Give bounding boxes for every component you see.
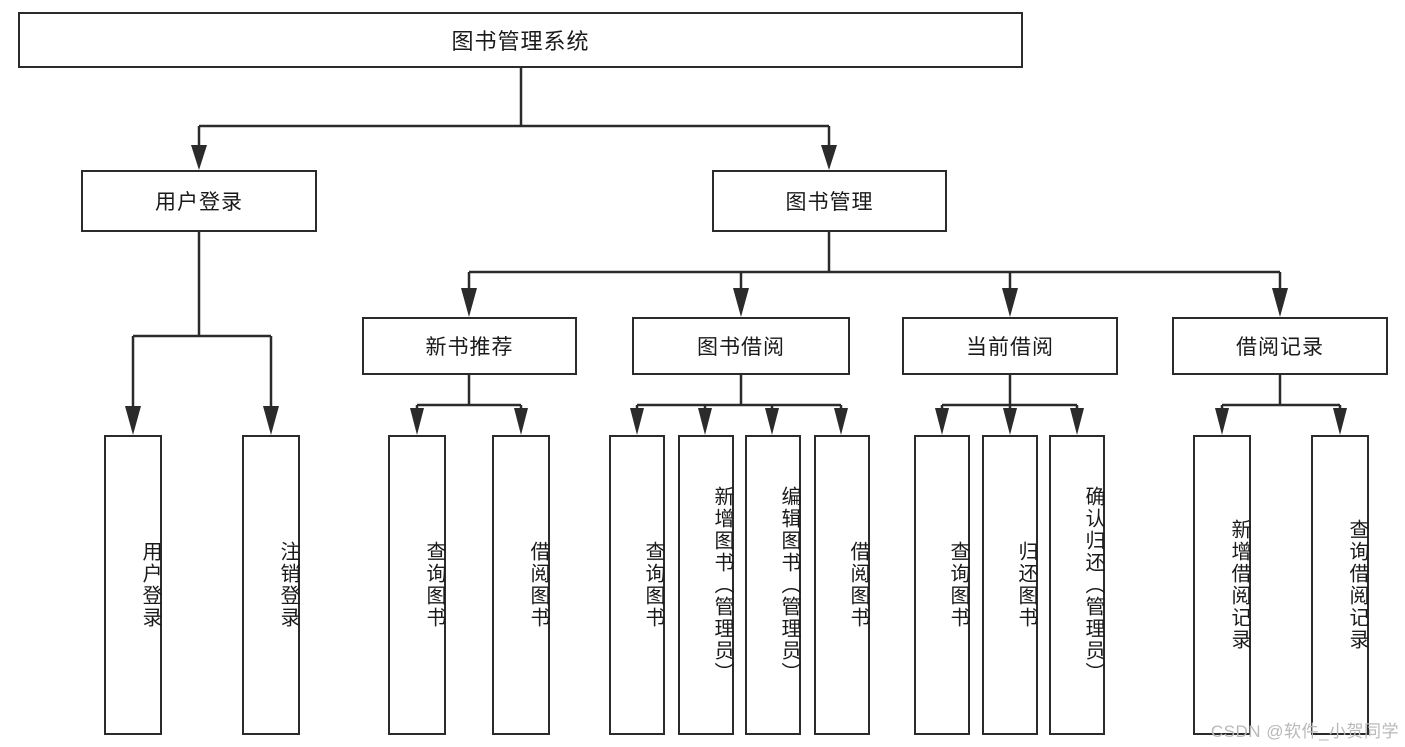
node-label: 当前借阅 (966, 336, 1054, 359)
node-label: 用户登录 (139, 541, 161, 629)
arrowhead-borrow (733, 288, 749, 317)
node-label: 查询借阅记录 (1346, 519, 1368, 651)
node-user-login[interactable]: 用户登录 (81, 170, 317, 232)
leaf-user-login-logout[interactable]: 注销登录 (242, 435, 300, 735)
arrowhead-record (1272, 288, 1288, 317)
arrowhead-leaf-current-2 (1003, 408, 1017, 435)
node-label: 图书管理 (785, 191, 874, 214)
node-new-book-recommend[interactable]: 新书推荐 (362, 317, 577, 375)
leaf-current-query-book[interactable]: 查询图书 (914, 435, 970, 735)
node-borrow-record[interactable]: 借阅记录 (1172, 317, 1388, 375)
node-label: 查询图书 (642, 541, 664, 629)
node-current-borrow[interactable]: 当前借阅 (902, 317, 1118, 375)
arrowhead-leaf-borrow-1 (630, 408, 644, 435)
arrowhead-bookmgmt (821, 145, 837, 170)
leaf-record-query-record[interactable]: 查询借阅记录 (1311, 435, 1369, 735)
arrowhead-leaf-borrow-3 (765, 408, 779, 435)
leaf-borrow-borrow-book[interactable]: 借阅图书 (814, 435, 870, 735)
arrowhead-leaf-borrow-4 (834, 408, 848, 435)
leaf-borrow-query-book[interactable]: 查询图书 (609, 435, 665, 735)
arrowhead-newbook (461, 288, 477, 317)
node-label: 借阅图书 (847, 541, 869, 629)
leaf-borrow-add-book-admin[interactable]: 新增图书（管理员） (678, 435, 734, 735)
node-label: 图书管理系统 (451, 29, 590, 54)
leaf-current-confirm-return-admin[interactable]: 确认归还（管理员） (1049, 435, 1105, 735)
arrowhead-leaf-current-3 (1070, 408, 1084, 435)
leaf-user-login-login[interactable]: 用户登录 (104, 435, 162, 735)
arrowhead-leaf-newbook-1 (410, 408, 424, 435)
leaf-borrow-edit-book-admin[interactable]: 编辑图书（管理员） (745, 435, 801, 735)
arrowhead-leaf-user-1 (125, 406, 141, 435)
node-label: 查询图书 (947, 541, 969, 629)
node-label: 借阅记录 (1236, 336, 1324, 359)
arrowhead-userlogin (191, 145, 207, 170)
arrowhead-leaf-record-1 (1215, 408, 1229, 435)
leaf-new-book-borrow[interactable]: 借阅图书 (492, 435, 550, 735)
node-label: 归还图书 (1015, 541, 1037, 629)
arrowhead-leaf-user-2 (263, 406, 279, 435)
node-root-book-management-system[interactable]: 图书管理系统 (18, 12, 1023, 68)
arrowhead-leaf-record-2 (1333, 408, 1347, 435)
arrowheads (125, 145, 1347, 435)
node-label: 确认归还（管理员） (1082, 486, 1104, 684)
node-label: 注销登录 (277, 541, 299, 629)
node-label: 用户登录 (155, 191, 243, 214)
arrowhead-leaf-borrow-2 (698, 408, 712, 435)
node-label: 图书借阅 (697, 336, 785, 359)
node-label: 新书推荐 (425, 336, 514, 359)
node-book-borrow[interactable]: 图书借阅 (632, 317, 850, 375)
arrowhead-current (1002, 288, 1018, 317)
node-label: 新增图书（管理员） (711, 486, 733, 684)
node-label: 编辑图书（管理员） (778, 486, 800, 684)
node-label: 新增借阅记录 (1228, 519, 1250, 651)
leaf-new-book-query[interactable]: 查询图书 (388, 435, 446, 735)
node-label: 查询图书 (423, 541, 445, 629)
leaf-current-return-book[interactable]: 归还图书 (982, 435, 1038, 735)
node-label: 借阅图书 (527, 541, 549, 629)
arrowhead-leaf-current-1 (935, 408, 949, 435)
arrowhead-leaf-newbook-2 (514, 408, 528, 435)
node-book-management[interactable]: 图书管理 (712, 170, 947, 232)
leaf-record-add-record[interactable]: 新增借阅记录 (1193, 435, 1251, 735)
